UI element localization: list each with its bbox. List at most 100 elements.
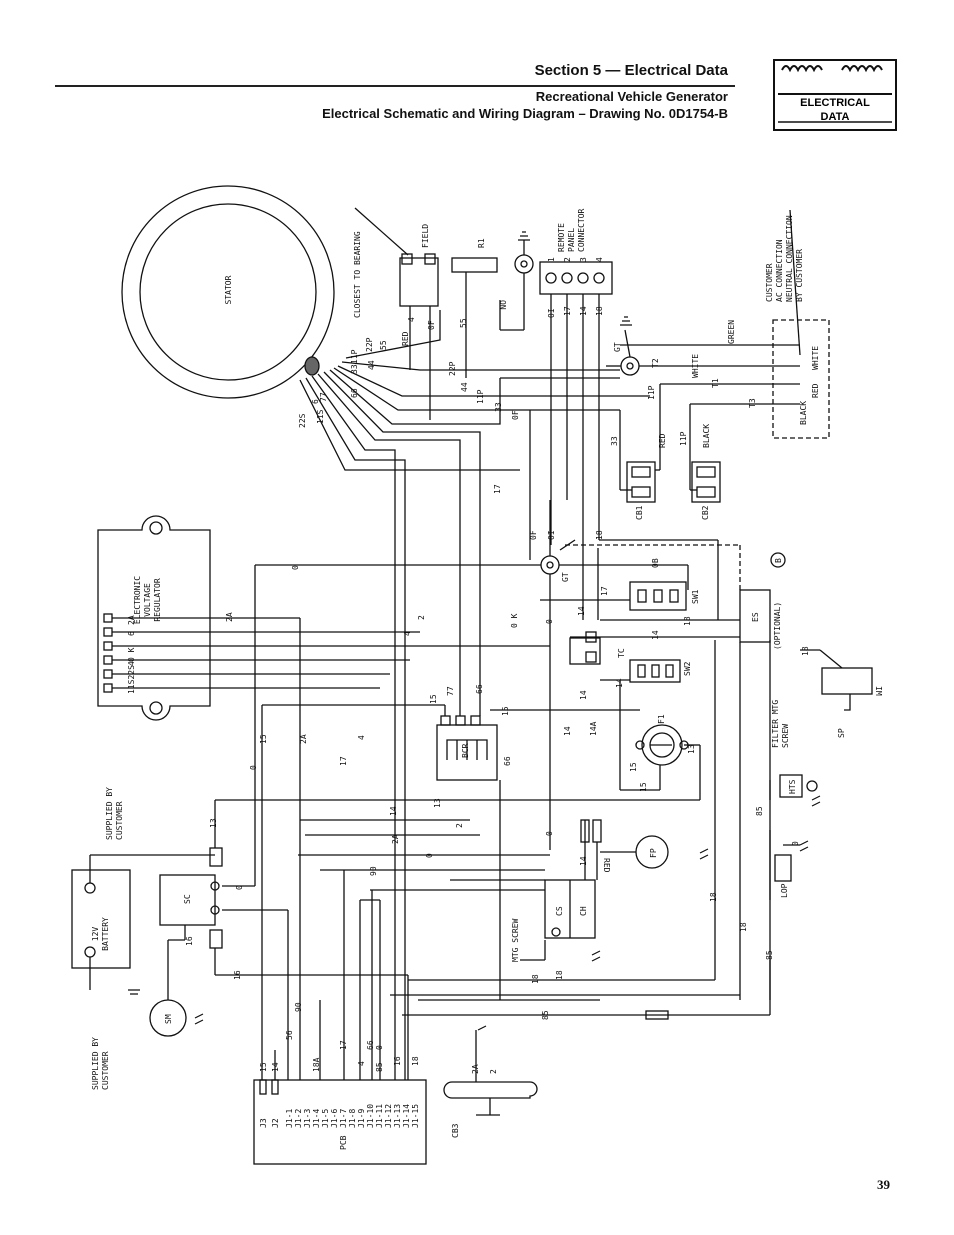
pcb-label: PCB: [339, 1135, 348, 1150]
gt-top-label: GT: [613, 342, 622, 352]
wire-77: 77: [319, 392, 328, 402]
bcr-rectifier: [436, 724, 498, 781]
stator-inner-circle: [139, 203, 317, 381]
wire-55-r1: 55: [459, 318, 468, 328]
wire-2a-evr: 2A: [225, 612, 234, 622]
remote-pin-2: 2: [563, 257, 572, 262]
pcb-pin-j1-9: J1-9: [357, 1109, 366, 1128]
sw1-switch: [629, 581, 687, 611]
cb3-breaker: [443, 1081, 538, 1099]
wire-17-left: 17: [339, 756, 348, 766]
page-number: 39: [877, 1177, 890, 1192]
wire-0-cs: 0: [545, 831, 554, 836]
supplied-by-top-1: SUPPLIED BY: [105, 787, 114, 840]
filter-mtg-label-1: FILTER MTG: [771, 700, 780, 748]
logo-text-data: DATA: [821, 111, 850, 123]
wire-15-f1b: 15: [639, 782, 648, 792]
wire-14-sw2: 14: [615, 678, 624, 688]
pcb-board: [253, 1079, 427, 1165]
pcb-pin-j1-15: J1-15: [411, 1104, 420, 1128]
closest-to-bearing-label: CLOSEST TO BEARING: [353, 231, 362, 318]
wire-18-es: 18: [683, 616, 692, 626]
wire-0f-b: 0F: [511, 410, 520, 420]
evr-label-3: REGULATOR: [153, 578, 162, 622]
wire-black: BLACK: [702, 424, 711, 448]
wire-0k: 0 K: [510, 613, 519, 628]
wire-16-b: 16: [233, 970, 242, 980]
pcb-pin-j1-1: J1-1: [285, 1109, 294, 1128]
wire-22p: 22P: [365, 337, 374, 352]
sc-starter-contactor: [159, 874, 216, 926]
wire-18-right: 18: [709, 892, 718, 902]
pcb-pin-j1-4: J1-4: [312, 1109, 321, 1128]
wire-14a: 14A: [589, 721, 598, 736]
wire-4-evr: 4: [403, 631, 412, 636]
bcr-label: BCR: [461, 743, 470, 758]
pcb-wire-16: 16: [393, 1056, 402, 1066]
wire-17-sw1: 17: [600, 586, 609, 596]
wire-14-cs: 14: [579, 856, 588, 866]
on-label: ON: [498, 300, 507, 310]
subtitle-product: Recreational Vehicle Generator: [535, 89, 728, 104]
pcb-pin-j3: J3: [259, 1118, 268, 1128]
subtitle-drawing: Electrical Schematic and Wiring Diagram …: [322, 106, 728, 121]
wire-0-lop: 0: [791, 841, 800, 846]
tc-label: TC: [617, 648, 626, 658]
remote-pin-4: 4: [595, 257, 604, 262]
pcb-pin-j1-13: J1-13: [393, 1104, 402, 1128]
wire-11p-c: 11P: [647, 385, 656, 400]
hts-label: HTS: [788, 779, 797, 794]
pcb-wire-17: 17: [339, 1040, 348, 1050]
customer-white-label: WHITE: [811, 346, 820, 370]
wire-0-evr: 0: [291, 565, 300, 570]
wire-14-mid: 14: [389, 806, 398, 816]
customer-conn-4: BY CUSTOMER: [795, 249, 804, 302]
remote-pin-1: 1: [547, 257, 556, 262]
gt-middle-label: GT: [561, 572, 570, 582]
wire-white: WHITE: [691, 354, 700, 378]
pcb-pin-labels: J3 J2 J1-1 J1-2 J1-3 J1-4 J1-5 J1-6 J1-7…: [259, 1104, 420, 1128]
note-b-label: B: [774, 558, 783, 563]
wire-0-sc: 0: [235, 885, 244, 890]
electronic-voltage-regulator: [97, 515, 211, 721]
wire-33-c: 33: [610, 436, 619, 446]
remote-panel-connector: [539, 261, 613, 295]
header-rule: [55, 85, 735, 87]
battery-label-2: BATTERY: [101, 917, 110, 951]
wire-14-tc: 14: [651, 630, 660, 640]
f1-fuse-holder: [641, 724, 683, 766]
evr-pin-0k: 0 K: [127, 647, 136, 662]
pcb-wire-85: 85: [375, 1062, 384, 1072]
wire-18a-right: 18: [739, 922, 748, 932]
wire-2-cb3: 2: [489, 1069, 498, 1074]
wire-14-c: 14: [563, 726, 572, 736]
electrical-data-logo: ELECTRICAL DATA: [773, 59, 897, 131]
note-b-circle: [770, 552, 786, 568]
wire-18-top: 18: [595, 306, 604, 316]
wire-14-top: 14: [579, 306, 588, 316]
filter-mtg-label-2: SCREW: [781, 724, 790, 748]
ch-label: CH: [579, 906, 588, 916]
sm-label: SM: [164, 1014, 173, 1024]
wire-33: 33: [350, 364, 359, 374]
wire-2a-left: 2A: [299, 734, 308, 744]
customer-red-label: RED: [811, 383, 820, 398]
wire-0-gt: 0: [545, 619, 554, 624]
pcb-pin-j1-3: J1-3: [303, 1109, 312, 1128]
pcb-pin-j2: J2: [271, 1118, 280, 1128]
wire-44: 44: [367, 360, 376, 370]
wire-0b: 0B: [651, 558, 660, 568]
wire-55: 55: [379, 340, 388, 350]
wire-t2: T2: [651, 358, 660, 368]
stator-lead-bundle: [304, 356, 320, 376]
wire-t3: T3: [748, 398, 757, 408]
battery-label-1: 12V: [91, 927, 100, 942]
pcb-pin-j1-8: J1-8: [348, 1109, 357, 1128]
wire-0i-top: 0I: [547, 308, 556, 318]
r1-resistor: [451, 257, 498, 273]
sw1-label: SW1: [691, 589, 700, 604]
wire-66-b: 66: [503, 756, 512, 766]
pcb-wire-0: 0: [375, 1045, 384, 1050]
customer-conn-1: CUSTOMER: [765, 263, 774, 302]
pcb-wire-4: 4: [357, 1061, 366, 1066]
